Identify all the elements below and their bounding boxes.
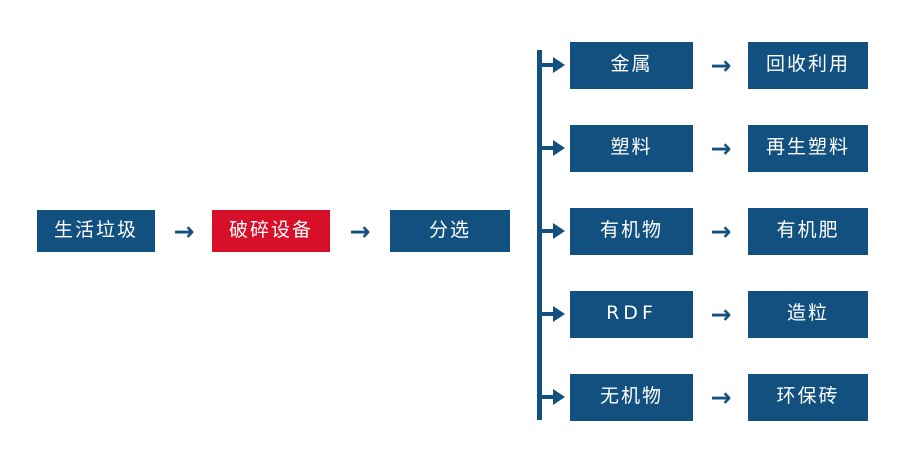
arrow-branch-1-glyph: → bbox=[710, 51, 732, 80]
node-branch-material-2-label: 塑料 bbox=[610, 136, 653, 158]
node-branch-material-5-label: 无机物 bbox=[599, 385, 663, 407]
node-branch-product-1-label: 回收利用 bbox=[765, 53, 850, 75]
branch-stub-2 bbox=[540, 146, 557, 150]
arrow-main-2-glyph: → bbox=[349, 216, 371, 246]
arrow-branch-1: → bbox=[697, 42, 745, 89]
node-main-1[interactable]: 生活垃圾 bbox=[37, 210, 155, 252]
node-main-3-label: 分选 bbox=[428, 218, 471, 241]
node-branch-product-5[interactable]: 环保砖 bbox=[748, 374, 868, 421]
node-branch-product-5-label: 环保砖 bbox=[776, 385, 840, 407]
arrow-branch-2-glyph: → bbox=[710, 134, 732, 163]
node-branch-material-4[interactable]: RDF bbox=[570, 291, 693, 338]
branch-arrowhead-4 bbox=[553, 306, 565, 322]
arrow-main-1-glyph: → bbox=[173, 216, 195, 246]
node-branch-material-3[interactable]: 有机物 bbox=[570, 208, 693, 255]
branch-stub-5 bbox=[540, 395, 557, 399]
node-branch-material-2[interactable]: 塑料 bbox=[570, 125, 693, 172]
node-branch-product-3[interactable]: 有机肥 bbox=[748, 208, 868, 255]
node-main-2-label: 破碎设备 bbox=[228, 218, 313, 241]
branch-stub-1 bbox=[540, 63, 557, 67]
node-branch-material-1-label: 金属 bbox=[610, 53, 653, 75]
arrow-main-1: → bbox=[160, 210, 208, 252]
arrow-branch-3-glyph: → bbox=[710, 217, 732, 246]
node-branch-product-4[interactable]: 造粒 bbox=[748, 291, 868, 338]
node-main-2[interactable]: 破碎设备 bbox=[212, 210, 330, 252]
branch-stub-3 bbox=[540, 229, 557, 233]
branch-arrowhead-2 bbox=[553, 140, 565, 156]
node-branch-material-4-label: RDF bbox=[606, 302, 657, 324]
arrow-branch-5-glyph: → bbox=[710, 383, 732, 412]
trunk-line bbox=[537, 50, 542, 420]
arrow-main-2: → bbox=[336, 210, 384, 252]
node-branch-product-2[interactable]: 再生塑料 bbox=[748, 125, 868, 172]
arrow-branch-4-glyph: → bbox=[710, 300, 732, 329]
arrow-branch-4: → bbox=[697, 291, 745, 338]
node-branch-material-3-label: 有机物 bbox=[599, 219, 663, 241]
branch-arrowhead-5 bbox=[553, 389, 565, 405]
node-branch-product-4-label: 造粒 bbox=[786, 302, 829, 324]
node-branch-material-1[interactable]: 金属 bbox=[570, 42, 693, 89]
branch-arrowhead-3 bbox=[553, 223, 565, 239]
node-branch-material-5[interactable]: 无机物 bbox=[570, 374, 693, 421]
node-main-1-label: 生活垃圾 bbox=[53, 218, 138, 241]
arrow-branch-5: → bbox=[697, 374, 745, 421]
arrow-branch-2: → bbox=[697, 125, 745, 172]
node-branch-product-2-label: 再生塑料 bbox=[765, 136, 850, 158]
branch-arrowhead-1 bbox=[553, 57, 565, 73]
node-branch-product-1[interactable]: 回收利用 bbox=[748, 42, 868, 89]
arrow-branch-3: → bbox=[697, 208, 745, 255]
node-branch-product-3-label: 有机肥 bbox=[776, 219, 840, 241]
node-main-3[interactable]: 分选 bbox=[390, 210, 510, 252]
branch-stub-4 bbox=[540, 312, 557, 316]
